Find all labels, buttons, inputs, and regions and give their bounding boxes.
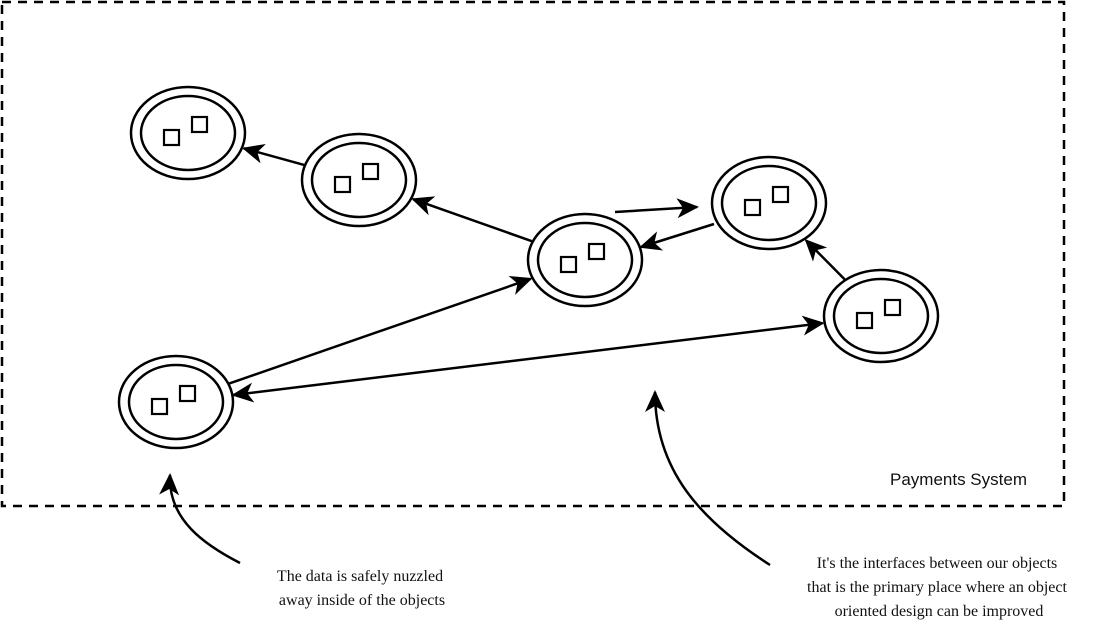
connection-arrow [231, 315, 825, 403]
interface-note-arrow [645, 390, 771, 567]
data-note-line-1: The data is safely nuzzled [277, 568, 443, 585]
interface-note-line-2: that is the primary place where an objec… [807, 579, 1067, 596]
data-note-line-2: away inside of the objects [279, 592, 445, 609]
data-item-icon [150, 397, 169, 416]
data-item-icon [361, 162, 380, 181]
object-node [117, 354, 235, 450]
object-inner-boundary [832, 277, 930, 355]
data-item-icon [333, 175, 352, 194]
interface-note-text: It's the interfaces between our objects … [807, 555, 1071, 620]
object-inner-boundary [139, 94, 237, 172]
object-outer-boundary [710, 155, 828, 251]
object-inner-boundary [536, 221, 634, 299]
object-node [822, 268, 940, 364]
connection-arrow [228, 275, 533, 385]
object-node [710, 155, 828, 251]
data-item-icon [883, 298, 902, 317]
object-node [300, 132, 418, 228]
object-node [526, 212, 644, 308]
interface-note-line-1: It's the interfaces between our objects [817, 555, 1058, 572]
data-item-icon [190, 115, 209, 134]
object-outer-boundary [117, 354, 235, 450]
system-boundary-label: Payments System [890, 470, 1027, 489]
data-note-text: The data is safely nuzzled away inside o… [277, 568, 447, 609]
interface-note-line-3: oriented design can be improved [835, 603, 1044, 620]
object-outer-boundary [822, 268, 940, 364]
object-inner-boundary [310, 141, 408, 219]
data-item-icon [162, 128, 181, 147]
object-inner-boundary [720, 164, 818, 242]
object-outer-boundary [129, 85, 247, 181]
data-item-icon [771, 185, 790, 204]
object-outer-boundary [526, 212, 644, 308]
data-item-icon [743, 198, 762, 217]
system-boundary [0, 0, 1066, 508]
connection-arrow [411, 196, 533, 243]
connection-arrow [614, 198, 699, 219]
data-item-icon [559, 255, 578, 274]
object-node [129, 85, 247, 181]
object-inner-boundary [127, 363, 225, 441]
data-item-icon [855, 311, 874, 330]
object-outer-boundary [300, 132, 418, 228]
connection-arrow [639, 222, 715, 251]
connection-arrow [241, 144, 305, 167]
data-note-arrow [159, 473, 241, 565]
objects [117, 85, 940, 450]
data-item-icon [178, 384, 197, 403]
connections [228, 144, 846, 403]
connection-arrow [804, 238, 846, 281]
data-item-icon [587, 242, 606, 261]
